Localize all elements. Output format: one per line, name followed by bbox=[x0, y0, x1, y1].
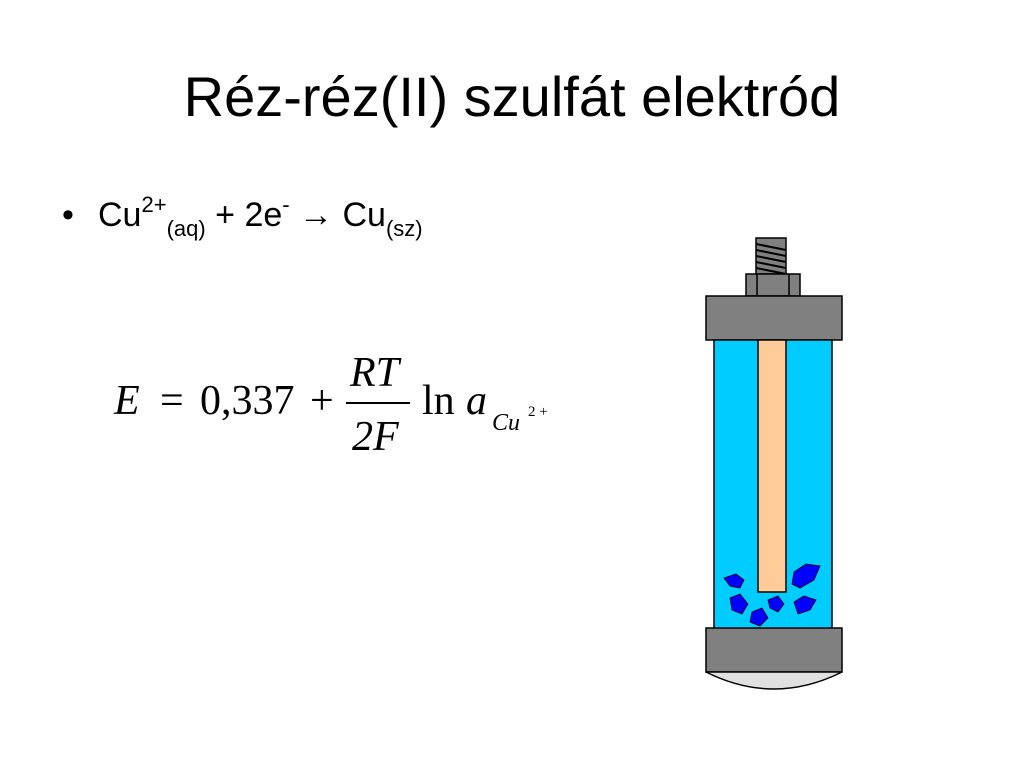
eq-ln: ln bbox=[422, 378, 455, 424]
cu-metal-symbol: Cu bbox=[342, 196, 386, 234]
eq-subscript-cu: Cu bbox=[492, 410, 521, 436]
bottom-dome bbox=[705, 671, 843, 690]
eq-fraction-bar bbox=[346, 402, 410, 404]
bullet-marker: • bbox=[62, 196, 74, 234]
reaction-bullet: •Cu2+(aq) + 2e- → Cu(sz) bbox=[62, 190, 423, 240]
eq-standard-potential: 0,337 bbox=[200, 378, 295, 424]
eq-numerator: RT bbox=[350, 350, 400, 396]
cu-ion-symbol: Cu bbox=[98, 196, 142, 234]
cu-ion-charge: 2+ bbox=[141, 192, 167, 217]
aq-state: (aq) bbox=[166, 216, 206, 241]
eq-equals: = bbox=[160, 378, 184, 424]
screw-thread-icon bbox=[755, 237, 787, 275]
eq-denominator: 2F bbox=[352, 414, 399, 460]
copper-electrode-diagram bbox=[705, 237, 843, 690]
electron-term: + 2e bbox=[215, 196, 283, 234]
reaction-arrow: → bbox=[299, 196, 334, 234]
nut bbox=[745, 273, 801, 297]
cuso4-crystals bbox=[723, 563, 821, 627]
eq-plus: + bbox=[310, 378, 334, 424]
top-cap bbox=[705, 295, 843, 341]
copper-rod bbox=[757, 339, 787, 593]
bottom-cap bbox=[705, 627, 843, 673]
eq-activity: a bbox=[466, 378, 487, 424]
eq-subscript-charge: 2 + bbox=[528, 404, 548, 420]
eq-potential-symbol: E bbox=[114, 378, 140, 424]
slide-title: Réz-réz(II) szulfát elektród bbox=[183, 65, 841, 128]
solid-state: (sz) bbox=[385, 216, 423, 241]
electron-charge: - bbox=[282, 192, 290, 217]
nernst-equation: E = 0,337 + RT 2F ln a Cu 2 + bbox=[112, 340, 572, 470]
